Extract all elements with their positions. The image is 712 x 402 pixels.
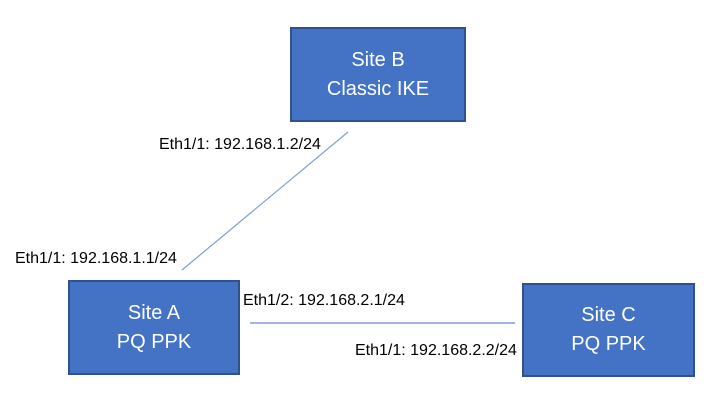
node-site-a-subtitle: PQ PPK	[116, 330, 192, 353]
node-site-b: Site B Classic IKE	[290, 27, 466, 122]
node-site-c-subtitle: PQ PPK	[571, 333, 646, 355]
interface-label-site-b-eth1-1: Eth1/1: 192.168.1.2/24	[159, 136, 321, 153]
node-site-c-name: Site C	[581, 304, 636, 326]
link-site-a-site-b	[181, 131, 349, 271]
interface-label-site-a-eth1-2: Eth1/2: 192.168.2.1/24	[243, 292, 405, 309]
interface-label-site-a-eth1-1: Eth1/1: 192.168.1.1/24	[15, 250, 177, 267]
node-site-b-subtitle: Classic IKE	[326, 77, 430, 100]
node-site-a: Site A PQ PPK	[68, 280, 240, 375]
node-site-a-name: Site A	[127, 301, 181, 324]
interface-label-site-c-eth1-1: Eth1/1: 192.168.2.2/24	[355, 342, 517, 359]
node-site-b-name: Site B	[351, 48, 405, 71]
node-site-c: Site C PQ PPK	[522, 283, 695, 377]
